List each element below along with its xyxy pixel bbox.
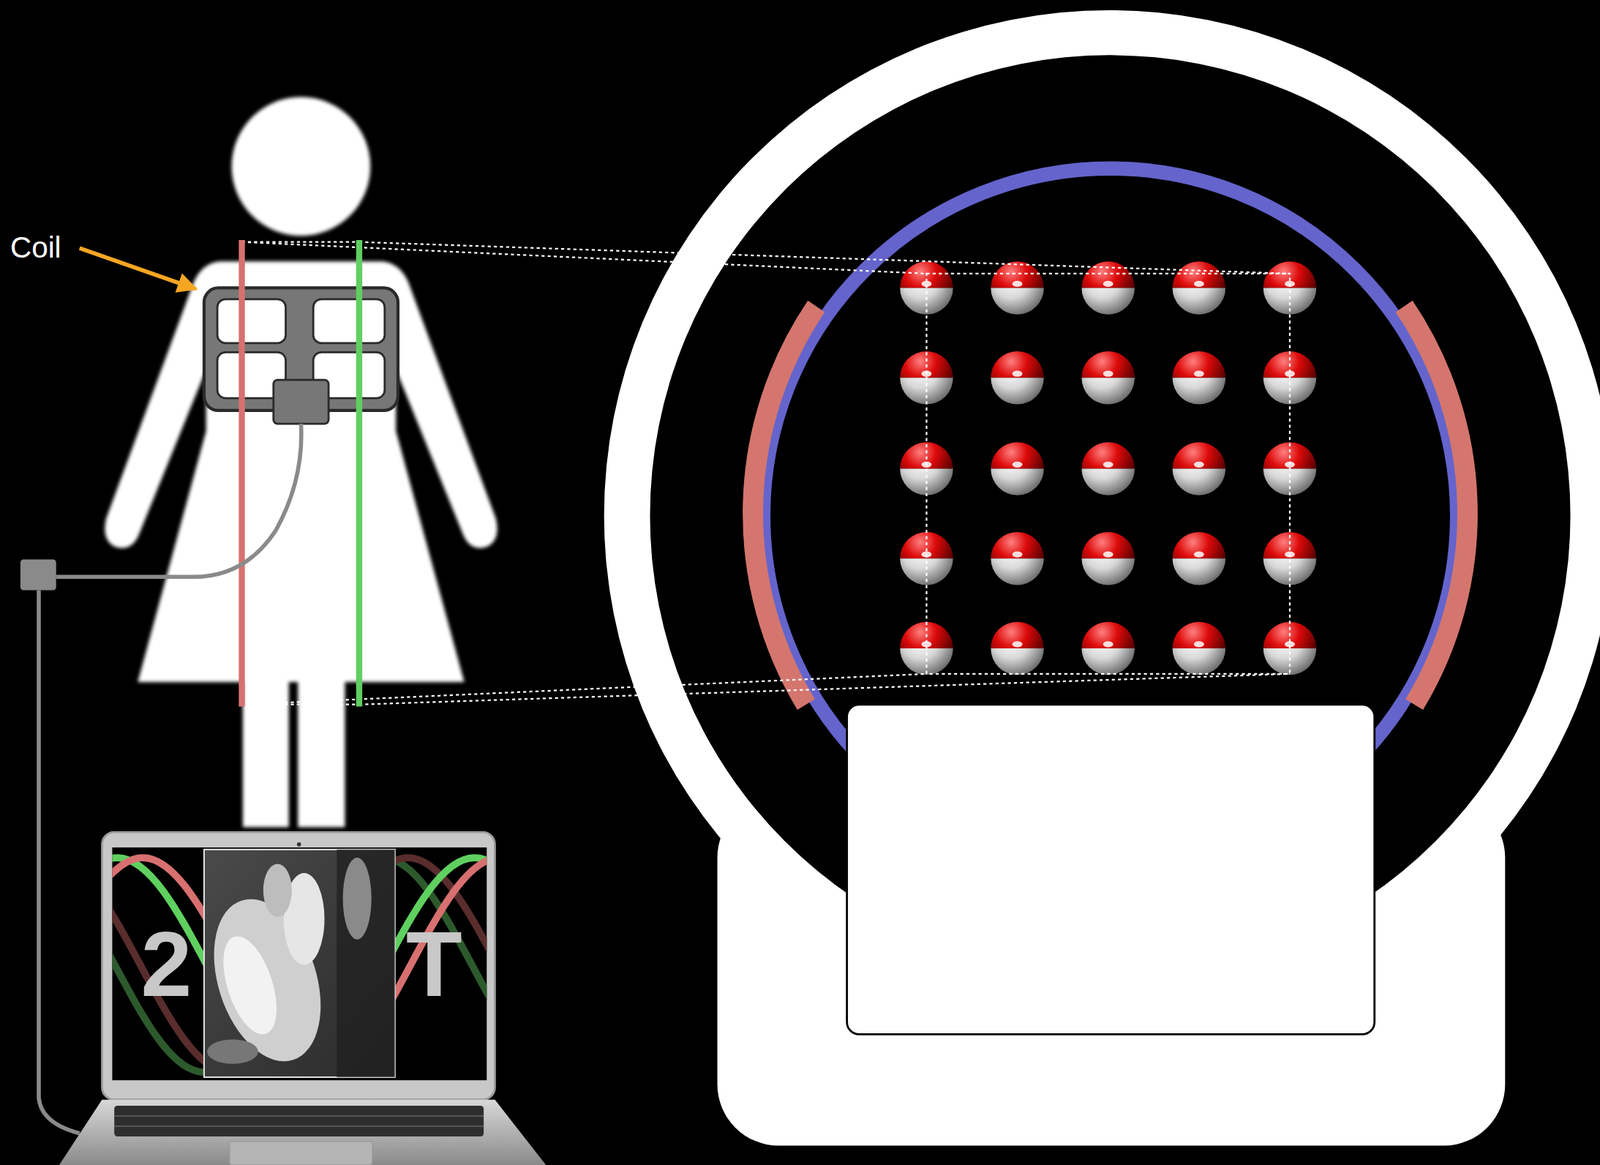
patient-table	[847, 704, 1375, 1035]
coil-window	[217, 299, 286, 344]
spin-sphere	[990, 351, 1044, 405]
cable	[38, 589, 80, 1133]
laptop-base	[59, 1099, 546, 1165]
dashed-line	[242, 242, 927, 274]
coil-connector	[273, 379, 329, 424]
mri-chamber	[212, 929, 287, 1042]
spin-sphere	[1172, 531, 1227, 586]
screen-text: 2	[140, 918, 192, 1011]
spin-sphere	[1081, 351, 1135, 405]
waveforms	[111, 857, 487, 1072]
laptop	[0, 831, 679, 1165]
cardiac-mri-image	[194, 849, 395, 1077]
spin-sphere	[1081, 621, 1135, 676]
mri-tissue	[343, 857, 372, 940]
rf-coil-arc	[752, 306, 817, 705]
receive-coil	[204, 287, 398, 424]
spin-sphere	[1081, 441, 1135, 496]
spin-sphere	[1263, 261, 1317, 315]
red-wave	[111, 857, 487, 1072]
coil-window	[313, 299, 385, 344]
callout-arrow	[79, 248, 197, 289]
spin-sphere	[1172, 621, 1227, 676]
screen-text: T	[406, 918, 463, 1011]
mri-frame	[204, 849, 396, 1077]
spin-sphere	[1263, 531, 1317, 586]
spin-sphere	[899, 531, 954, 586]
spin-sphere	[1081, 261, 1135, 315]
laptop-camera	[297, 842, 302, 847]
cable-box	[20, 559, 57, 591]
spin-sphere	[1172, 351, 1227, 405]
spin-grid	[899, 261, 1317, 675]
trackpad	[229, 1141, 373, 1165]
spin-sphere	[990, 621, 1044, 676]
red-marker-line	[238, 239, 245, 707]
rf-coil-arc	[1403, 306, 1468, 705]
green-wave	[111, 857, 487, 1072]
green-marker-line	[356, 239, 363, 707]
dashed-slice	[926, 273, 1290, 674]
spin-sphere	[990, 441, 1044, 496]
mri-vessel	[263, 863, 292, 917]
spin-sphere	[1081, 531, 1135, 586]
laptop-screen	[111, 847, 487, 1080]
body	[104, 261, 497, 827]
mri-aorta	[283, 872, 325, 965]
dashed-line	[242, 703, 360, 706]
head	[231, 97, 371, 237]
dashed-line	[242, 241, 360, 243]
dashed-line	[359, 242, 1290, 274]
dashed-line	[359, 673, 1290, 705]
key-rows	[114, 1115, 484, 1126]
mri-ventricle	[194, 885, 340, 1075]
mri-scanner	[604, 10, 1600, 1146]
mri-tissue	[207, 1038, 259, 1064]
spin-sphere	[1172, 441, 1227, 496]
dashed-line	[242, 673, 927, 705]
part-label: Coil	[10, 232, 62, 262]
spin-sphere	[990, 531, 1044, 586]
cable	[56, 423, 302, 577]
spin-sphere	[990, 261, 1044, 315]
mri-tissue	[336, 849, 396, 1077]
keyboard	[114, 1105, 484, 1137]
